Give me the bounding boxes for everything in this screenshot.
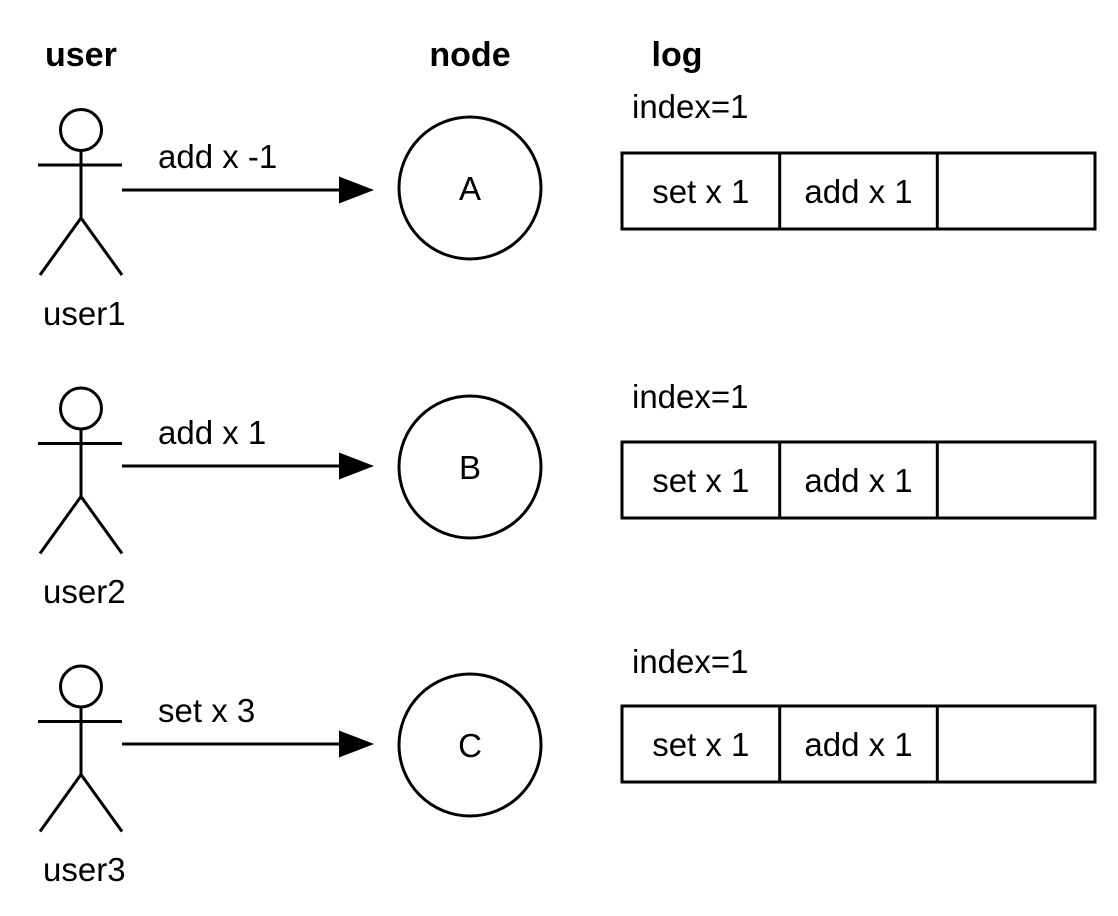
command-label: set x 3 <box>158 692 255 729</box>
log-cell-entry: set x 1 <box>652 726 749 763</box>
row-user1: user1 add x -1 A index=1 set x 1 add x 1 <box>38 88 1097 332</box>
node-circle <box>397 394 543 540</box>
log-cell-entry: set x 1 <box>652 173 749 210</box>
log-block: index=1 set x 1 add x 1 <box>620 88 1097 231</box>
node-circle <box>397 115 543 261</box>
actor-right-leg <box>79 495 124 555</box>
node-name-label: A <box>459 170 481 207</box>
actor-head <box>59 108 103 152</box>
stick-figure-icon <box>38 664 124 833</box>
node-name-label: C <box>458 727 482 764</box>
actor-right-leg <box>79 773 124 833</box>
command-label: add x 1 <box>158 414 266 451</box>
log-cell-entry: add x 1 <box>804 726 912 763</box>
user-name-label: user3 <box>43 851 126 888</box>
node-column-header: node <box>429 36 510 74</box>
log-table <box>620 151 1097 231</box>
node-circle <box>397 672 543 818</box>
row-user3: user3 set x 3 C index=1 set x 1 add x 1 <box>38 643 1097 888</box>
command-arrowhead-icon <box>339 730 374 758</box>
actor-right-leg <box>79 217 124 276</box>
actor-left-leg <box>38 495 83 555</box>
log-block: index=1 set x 1 add x 1 <box>620 643 1097 784</box>
log-column-header: log <box>652 36 703 74</box>
command-label: add x -1 <box>158 138 277 175</box>
user-name-label: user1 <box>43 295 126 332</box>
log-index-label: index=1 <box>632 378 749 415</box>
log-index-label: index=1 <box>632 88 749 125</box>
row-user2: user2 add x 1 B index=1 set x 1 add x 1 <box>38 378 1097 610</box>
node-name-label: B <box>459 449 481 486</box>
log-cell-entry: add x 1 <box>804 462 912 499</box>
log-cell-entry: add x 1 <box>804 173 912 210</box>
command-arrowhead-icon <box>339 452 374 480</box>
log-table <box>620 704 1097 784</box>
command-arrowhead-icon <box>339 176 374 204</box>
log-block: index=1 set x 1 add x 1 <box>620 378 1097 520</box>
stick-figure-icon <box>38 108 124 276</box>
user-name-label: user2 <box>43 573 126 610</box>
actor-left-leg <box>38 773 83 833</box>
log-table <box>620 440 1097 520</box>
stick-figure-icon <box>38 386 124 555</box>
log-cell-entry: set x 1 <box>652 462 749 499</box>
log-index-label: index=1 <box>632 643 749 680</box>
user-column-header: user <box>45 36 117 74</box>
actor-left-leg <box>38 217 83 276</box>
actor-head <box>59 386 103 431</box>
actor-head <box>59 664 103 709</box>
